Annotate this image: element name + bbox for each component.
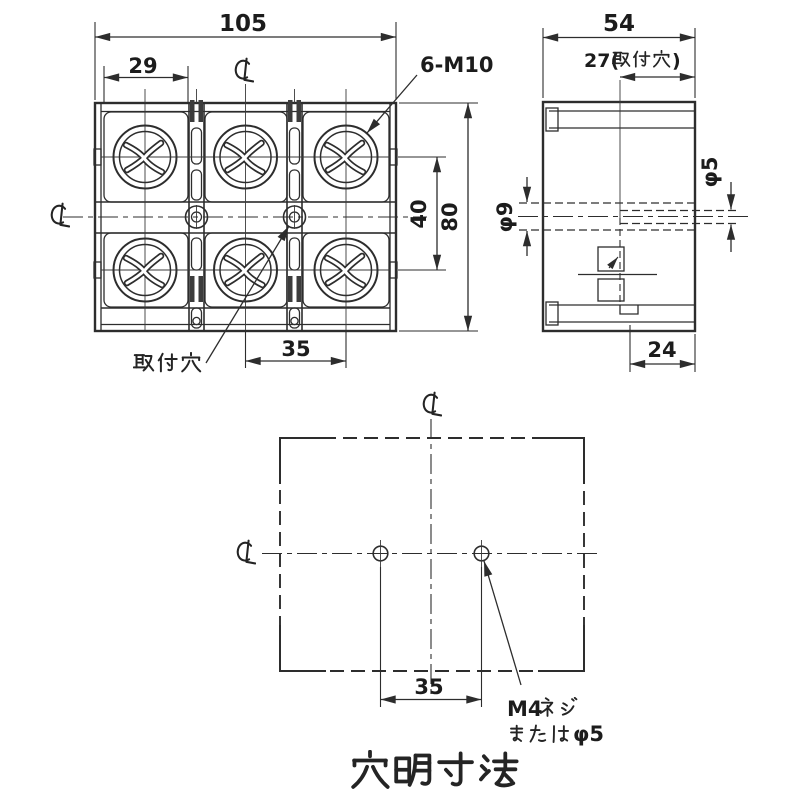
centerline-symbol-plan-left <box>236 539 256 565</box>
dim-text-phi9: φ9 <box>493 201 517 232</box>
hole-spec-latin: M4 <box>507 697 543 721</box>
dim-text-24: 24 <box>647 338 676 362</box>
dimension-overall-height: 80 <box>399 102 478 332</box>
dim-text-40: 40 <box>407 199 431 228</box>
dimension-counterbore-dia: φ9 <box>493 177 532 256</box>
hole-spec-line1: M4 <box>507 697 578 721</box>
hole-spec-dia: φ5 <box>573 722 604 746</box>
centerline-symbol-top <box>234 57 254 83</box>
hole-plan-view: 35 M4 φ5 <box>236 391 604 789</box>
dimension-overall-width: 105 <box>94 11 397 100</box>
counterbore-detail <box>578 246 657 302</box>
hole-spec-label: M4 φ5 <box>483 560 604 746</box>
dim-text-105: 105 <box>219 11 267 37</box>
rail-notch <box>619 305 639 315</box>
mounting-hole-leader <box>205 225 290 364</box>
drawing-title <box>351 750 519 789</box>
dim-text-35-plan: 35 <box>414 675 443 699</box>
dimension-hole-offset: 27( ) <box>584 50 695 82</box>
hole-spec-leader <box>483 560 522 686</box>
dim-text-35-front: 35 <box>281 337 310 361</box>
dimension-pitch: 35 <box>244 332 347 368</box>
dim-text-80: 80 <box>438 202 462 231</box>
drill-holes <box>372 540 490 567</box>
hole-spec-line2: φ5 <box>510 722 604 746</box>
footprint-outline <box>279 437 585 672</box>
dim-text-54: 54 <box>603 11 635 37</box>
dim-text-27-suffix: ) <box>672 50 681 72</box>
dimension-hole-dia: φ5 <box>698 156 736 252</box>
front-view: 105 29 35 40 80 6-M10 <box>50 11 493 373</box>
screw-spec-leader <box>366 74 418 134</box>
dimension-row-spacing: 40 <box>398 156 446 271</box>
centerline-symbol-left <box>50 202 70 228</box>
dimension-hole-pitch: 35 <box>379 567 483 707</box>
dimension-cell-width: 29 <box>103 54 189 102</box>
dim-text-27-prefix: 27( <box>584 50 619 72</box>
screw-spec-label: 6-M10 <box>366 53 493 134</box>
dim-text-phi5: φ5 <box>698 156 722 187</box>
dimension-base-depth: 24 <box>629 325 696 372</box>
centerline-symbol-plan-top <box>422 391 442 417</box>
mounting-hole-label <box>133 225 290 373</box>
crosshairs <box>101 84 390 330</box>
label-6-M10: 6-M10 <box>420 53 493 77</box>
side-view: 54 27( ) φ9 φ5 24 <box>493 11 752 372</box>
dim-text-29: 29 <box>128 54 157 78</box>
dimension-overall-depth: 54 <box>542 11 696 98</box>
